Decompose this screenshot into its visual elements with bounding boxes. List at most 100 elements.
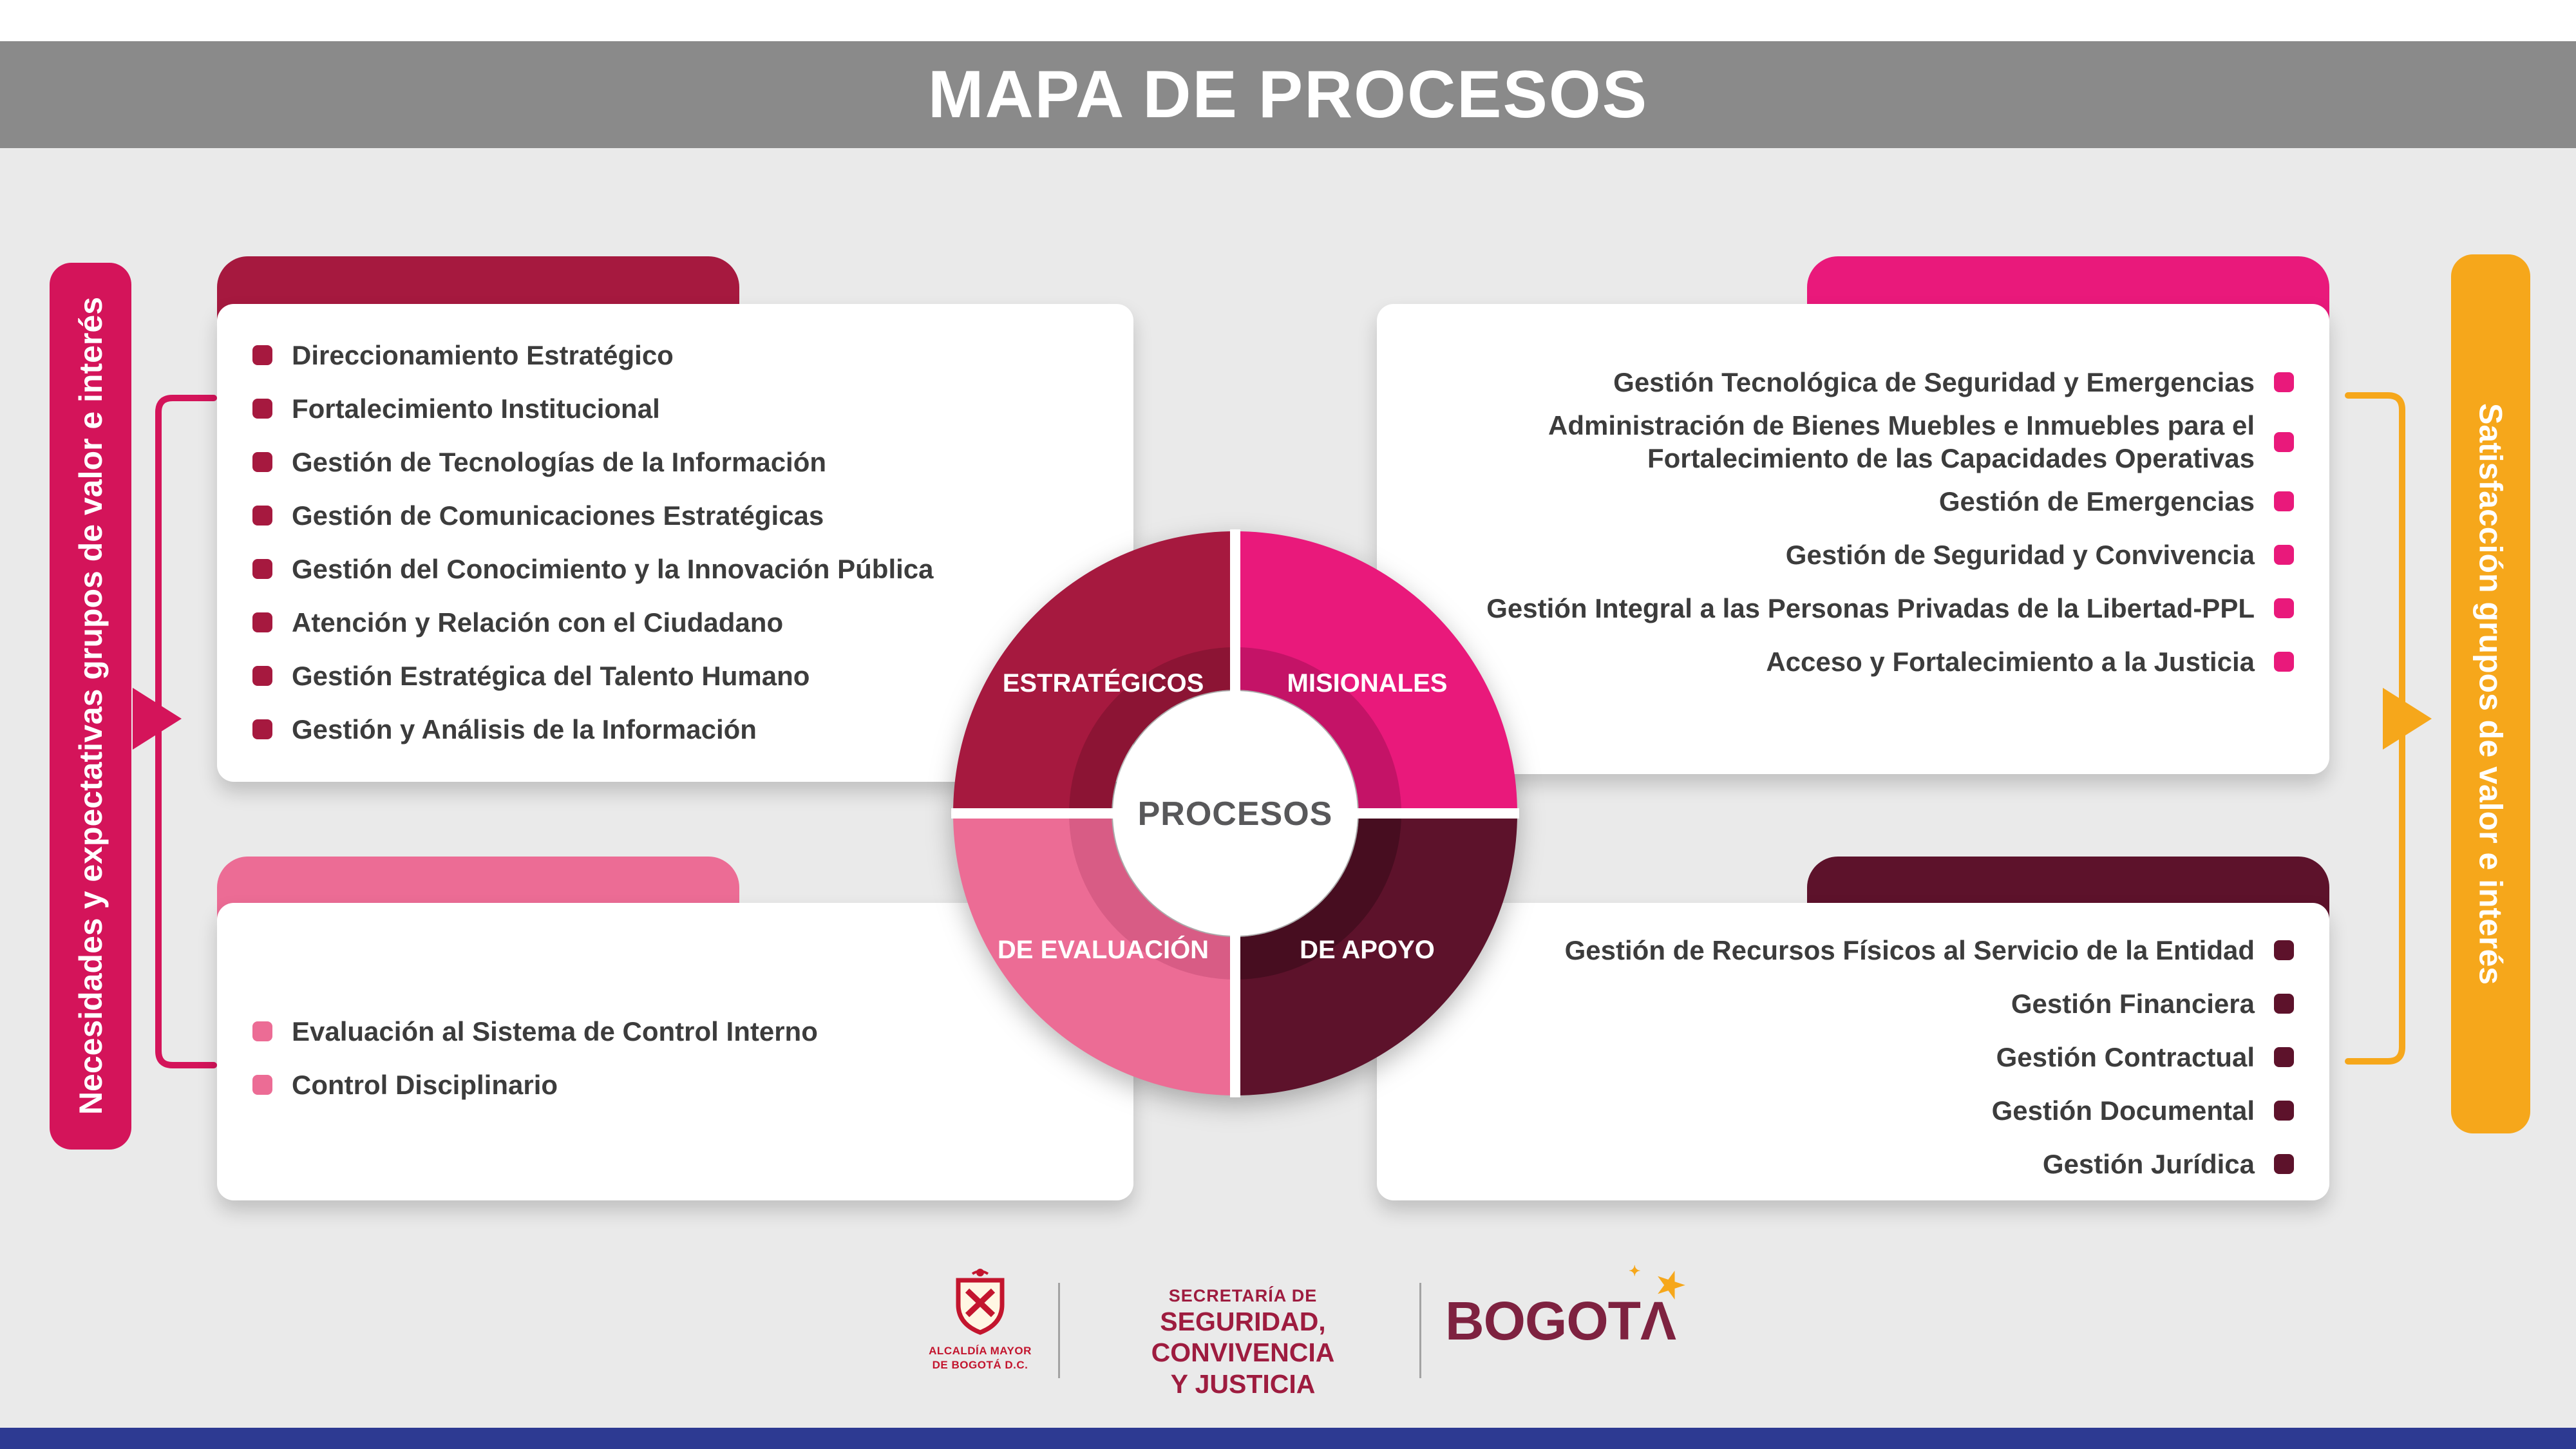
list-item: Gestión Documental: [1377, 1084, 2294, 1137]
list-item: Evaluación al Sistema de Control Interno: [252, 1005, 1133, 1058]
bullet-icon: [2274, 940, 2294, 960]
process-item-label: Gestión y Análisis de la Información: [292, 714, 757, 744]
process-item-label: Gestión Integral a las Personas Privadas…: [1486, 593, 2255, 624]
bullet-icon: [2274, 1154, 2294, 1174]
process-item-label: Gestión Contractual: [1996, 1041, 2255, 1072]
secretaria-wordmark: SECRETARÍA DE SEGURIDAD, CONVIVENCIA Y J…: [1068, 1286, 1418, 1399]
process-item-label: Evaluación al Sistema de Control Interno: [292, 1016, 818, 1046]
list-item: Control Disciplinario: [252, 1058, 1133, 1112]
evaluacion-list: Evaluación al Sistema de Control Interno…: [217, 903, 1133, 1112]
bullet-icon: [252, 345, 272, 365]
quadrant-apoyo: [1235, 813, 1517, 1095]
alcaldia-caption-line2: DE BOGOTÁ D.C.: [932, 1359, 1028, 1372]
right-bracket-line: [2345, 392, 2405, 1065]
satisfaction-sidebar-label: Satisfacción grupos de valor e interés: [2472, 402, 2509, 985]
process-item-label: Administración de Bienes Muebles e Inmue…: [1548, 410, 2255, 474]
list-item: Gestión del Conocimiento y la Innovación…: [252, 542, 1133, 596]
list-item: Gestión Jurídica: [1377, 1137, 2294, 1191]
secretaria-line3: Y JUSTICIA: [1170, 1368, 1316, 1399]
process-item-label: Gestión de Emergencias: [1938, 486, 2255, 517]
alcaldia-crest-icon: [956, 1269, 1005, 1335]
card-apoyo: Gestión de Recursos Físicos al Servicio …: [1377, 903, 2329, 1200]
wheel-label-apoyo: DE APOYO: [1300, 936, 1435, 964]
quadrant-evaluacion: [953, 813, 1235, 1095]
alcaldia-caption-line1: ALCALDÍA MAYOR: [929, 1345, 1032, 1357]
process-item-label: Gestión del Conocimiento y la Innovación…: [292, 553, 934, 584]
satisfaction-sidebar: Satisfacción grupos de valor e interés: [2451, 254, 2530, 1133]
bullet-icon: [252, 1021, 272, 1041]
footer-divider: [1419, 1283, 1421, 1378]
star-icon: ★: [1650, 1262, 1690, 1307]
sparkle-icon: ✦: [1629, 1263, 1640, 1279]
list-item: Gestión y Análisis de la Información: [252, 703, 1133, 756]
list-item: Gestión de Tecnologías de la Información: [252, 435, 1133, 489]
left-bracket-line: [155, 395, 217, 1068]
bullet-icon: [252, 452, 272, 472]
list-item: Gestión Tecnológica de Seguridad y Emerg…: [1377, 355, 2294, 409]
wheel-label-misionales: MISIONALES: [1287, 669, 1448, 697]
needs-sidebar-label: Necesidades y expectativas grupos de val…: [72, 297, 109, 1115]
process-item-label: Gestión Tecnológica de Seguridad y Emerg…: [1613, 366, 2255, 397]
bogota-word: BOGOT: [1445, 1291, 1641, 1351]
estrategicos-list: Direccionamiento Estratégico Fortalecimi…: [217, 304, 1133, 756]
process-item-label: Gestión de Comunicaciones Estratégicas: [292, 500, 824, 531]
list-item: Administración de Bienes Muebles e Inmue…: [1377, 409, 2294, 475]
bullet-icon: [2274, 431, 2294, 452]
process-item-label: Fortalecimiento Institucional: [292, 393, 660, 424]
list-item: Atención y Relación con el Ciudadano: [252, 596, 1133, 649]
wheel-label-estrategicos: ESTRATÉGICOS: [1003, 668, 1204, 697]
list-item: Gestión Financiera: [1377, 977, 2294, 1030]
bullet-icon: [252, 399, 272, 419]
process-item-label: Gestión Jurídica: [2042, 1148, 2255, 1179]
apoyo-list: Gestión de Recursos Físicos al Servicio …: [1377, 903, 2329, 1191]
list-item: Gestión Estratégica del Talento Humano: [252, 649, 1133, 703]
header-bar: MAPA DE PROCESOS: [0, 41, 2576, 148]
bullet-icon: [252, 1075, 272, 1095]
list-item: Gestión de Comunicaciones Estratégicas: [252, 489, 1133, 542]
process-item-label: Gestión de Seguridad y Convivencia: [1785, 540, 2255, 571]
bullet-icon: [2274, 545, 2294, 565]
bullet-icon: [2274, 652, 2294, 672]
secretaria-line2: SEGURIDAD, CONVIVENCIA: [1151, 1307, 1335, 1368]
bullet-icon: [2274, 491, 2294, 512]
list-item: Gestión Integral a las Personas Privadas…: [1377, 582, 2294, 635]
inner-ring-evaluacion: [1069, 813, 1235, 980]
list-item: Gestión Contractual: [1377, 1030, 2294, 1084]
bullet-icon: [252, 719, 272, 739]
bullet-icon: [252, 612, 272, 632]
card-evaluacion: Evaluación al Sistema de Control Interno…: [217, 903, 1133, 1200]
process-item-label: Gestión Financiera: [2011, 988, 2255, 1019]
left-flow-arrow-icon: [133, 688, 182, 750]
bullet-icon: [252, 666, 272, 686]
secretaria-line1: SECRETARÍA DE: [1168, 1286, 1318, 1305]
quadrant-misionales: [1235, 531, 1517, 813]
quadrant-estrategicos: [953, 531, 1235, 813]
list-item: Gestión de Seguridad y Convivencia: [1377, 528, 2294, 582]
card-misionales: Gestión Tecnológica de Seguridad y Emerg…: [1377, 304, 2329, 774]
process-item-label: Direccionamiento Estratégico: [292, 339, 674, 370]
list-item: Fortalecimiento Institucional: [252, 382, 1133, 435]
process-item-label: Gestión Estratégica del Talento Humano: [292, 660, 810, 691]
list-item: Gestión de Recursos Físicos al Servicio …: [1377, 923, 2294, 977]
bullet-icon: [2274, 1047, 2294, 1067]
bullet-icon: [252, 559, 272, 579]
footer-divider: [1058, 1283, 1060, 1378]
bottom-blue-strip: [0, 1428, 2576, 1449]
needs-sidebar: Necesidades y expectativas grupos de val…: [50, 263, 131, 1150]
right-flow-arrow-icon: [2383, 688, 2432, 750]
list-item: Direccionamiento Estratégico: [252, 328, 1133, 382]
process-item-label: Control Disciplinario: [292, 1069, 558, 1100]
process-wheel: ESTRATÉGICOS MISIONALES DE EVALUACIÓN DE…: [951, 529, 1519, 1097]
alcaldia-caption: ALCALDÍA MAYOR DE BOGOTÁ D.C.: [922, 1344, 1038, 1372]
process-item-label: Gestión de Recursos Físicos al Servicio …: [1564, 934, 2255, 965]
bogota-lambda: Λ★✦: [1629, 1262, 1690, 1352]
page-title: MAPA DE PROCESOS: [927, 57, 1649, 132]
footer: ALCALDÍA MAYOR DE BOGOTÁ D.C. SECRETARÍA…: [0, 1259, 2576, 1407]
list-item: Acceso y Fortalecimiento a la Justicia: [1377, 635, 2294, 688]
list-item: Gestión de Emergencias: [1377, 475, 2294, 528]
process-item-label: Gestión Documental: [1991, 1095, 2255, 1126]
process-item-label: Gestión de Tecnologías de la Información: [292, 446, 827, 477]
bullet-icon: [2274, 1101, 2294, 1121]
process-item-label: Atención y Relación con el Ciudadano: [292, 607, 784, 638]
